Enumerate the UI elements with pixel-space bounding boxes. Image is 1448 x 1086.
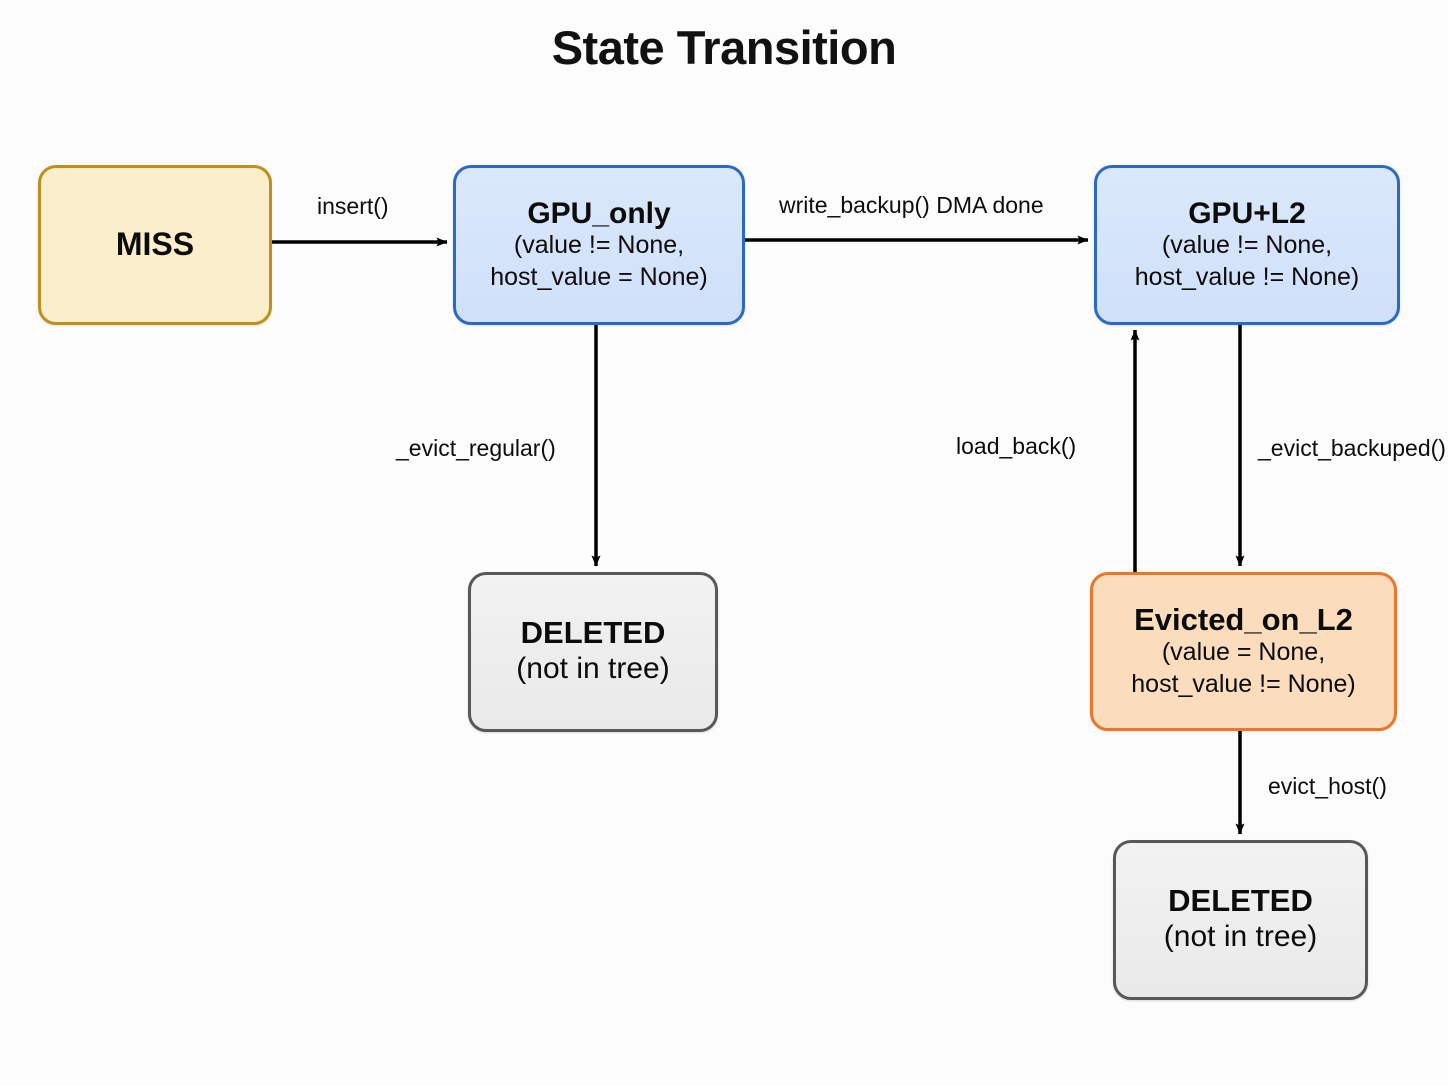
node-deleted-right[interactable]: DELETED (not in tree) <box>1113 840 1368 1000</box>
node-evicted-on-l2-sub-2: host_value != None) <box>1131 669 1356 698</box>
node-deleted-left[interactable]: DELETED (not in tree) <box>468 572 718 732</box>
edge-label-load-back: load_back() <box>956 433 1077 459</box>
node-evicted-on-l2-title: Evicted_on_L2 <box>1134 601 1353 637</box>
edge-label-insert: insert() <box>317 193 389 219</box>
node-gpu-l2-sub-2: host_value != None) <box>1134 262 1360 291</box>
node-gpu-l2-sub-1: (value != None, <box>1161 231 1333 260</box>
node-miss-title: MISS <box>115 226 195 263</box>
edge-label-evict-backuped: _evict_backuped() <box>1258 435 1446 461</box>
node-gpu-only-sub-2: host_value = None) <box>490 262 708 291</box>
node-gpu-only-sub-1: (value != None, <box>513 231 685 260</box>
edge-label-evict-regular: _evict_regular() <box>396 435 556 461</box>
edge-label-write-backup: write_backup() DMA done <box>779 192 1044 218</box>
node-evicted-on-l2[interactable]: Evicted_on_L2 (value = None, host_value … <box>1090 572 1397 731</box>
node-deleted-left-title: DELETED <box>520 614 666 650</box>
node-deleted-right-title: DELETED <box>1168 882 1313 918</box>
node-deleted-left-sub-1: (not in tree) <box>516 652 670 686</box>
edge-label-evict-host: evict_host() <box>1268 773 1387 799</box>
node-gpu-l2[interactable]: GPU+L2 (value != None, host_value != Non… <box>1094 165 1400 325</box>
node-deleted-right-sub-1: (not in tree) <box>1163 920 1318 954</box>
node-gpu-only-title: GPU_only <box>527 196 671 230</box>
node-gpu-only[interactable]: GPU_only (value != None, host_value = No… <box>453 165 745 325</box>
node-evicted-on-l2-sub-1: (value = None, <box>1161 638 1326 667</box>
page-title: State Transition <box>551 21 897 74</box>
node-miss[interactable]: MISS <box>38 165 272 325</box>
node-gpu-l2-title: GPU+L2 <box>1188 196 1306 230</box>
